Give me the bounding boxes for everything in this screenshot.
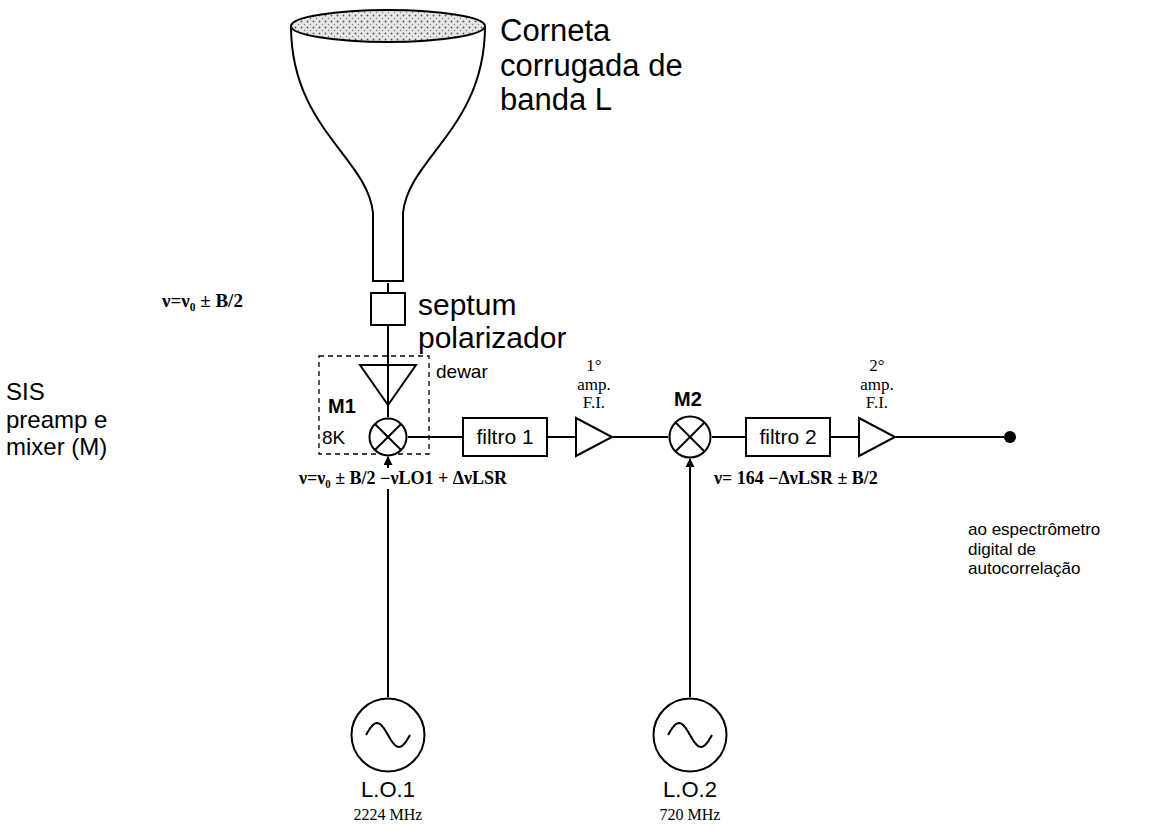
node-label: Corneta corrugada de banda L [500,14,715,118]
septum-polarizer-outline [371,293,405,325]
if-amplifier: 1° amp. F.I. [575,417,613,457]
node-label: M2 [674,388,702,411]
node-sublabel: 720 MHz [622,806,758,824]
signal-frequency: ν=ν₀ ± B/2 [160,290,245,312]
feed-horn-shape [288,8,488,283]
horn-body [291,26,485,281]
septum-polarizer-shape [370,292,406,326]
if-amplifier-shape [858,417,896,457]
output-note: ao espectrômetro digital de autocorrelaç… [966,520,1148,579]
septum-polarizer: septum polarizador [370,292,406,326]
horn-aperture [291,10,485,42]
mixer-cross [676,423,705,452]
signal-wire [613,436,668,438]
signal-wire [548,436,575,438]
node-label: dewar [436,361,488,383]
dewar-box: dewar8KM1 [318,355,430,455]
amplifier-triangle [859,418,895,456]
node-label: M1 [328,395,356,418]
node-label: filtro 1 [462,417,548,457]
mixer-circle [370,419,407,456]
node-label: L.O.2 [622,777,758,802]
signal-wire [689,459,691,697]
signal-wire [408,436,462,438]
stage-note: SIS preamp e mixer (M) [4,378,126,461]
if-amplifier: 2° amp. F.I. [858,417,896,457]
output-wire [896,436,1004,438]
signal-wire [712,436,745,438]
filter-box-outline [746,418,830,456]
feed-horn: Corneta corrugada de banda L [288,8,488,283]
local-oscillator-shape [652,697,728,773]
output-terminal [1004,431,1016,443]
mixer-circle [670,417,711,458]
oscillator-circle [352,699,425,772]
filter-box: filtro 1 [462,417,548,457]
node-label: L.O.1 [320,777,456,802]
local-oscillator: L.O.12224 MHz [350,697,426,773]
node-sublabel: 8K [322,427,345,449]
node-label: 1° amp. F.I. [573,357,615,413]
node-label: septum polarizador [418,288,598,354]
mixer-shape [368,417,408,457]
signal-wire [831,436,858,438]
oscillator-circle [654,699,727,772]
if-amplifier-shape [575,417,613,457]
mixer: M2 [668,415,712,459]
mixer-cross [375,424,401,450]
signal-frequency: ν=ν₀ ± B/2 −νLO1 + ΔνLSR [297,468,509,489]
sine-wave [366,723,410,747]
mixer-cross [375,424,401,450]
local-oscillator: L.O.2720 MHz [652,697,728,773]
filter-box-outline [463,418,547,456]
local-oscillator-shape [350,697,426,773]
mixer: M1 [368,417,408,457]
node-label: 2° amp. F.I. [856,357,898,413]
amplifier-triangle [576,418,612,456]
filter-box: filtro 2 [745,417,831,457]
sine-wave [668,723,712,747]
node-label: filtro 2 [745,417,831,457]
signal-wire [387,457,389,697]
signal-wire [387,283,389,292]
mixer-shape [668,415,712,459]
signal-wire [387,326,389,417]
node-sublabel: 2224 MHz [320,806,456,824]
signal-frequency: ν= 164 −ΔνLSR ± B/2 [712,468,880,489]
mixer-cross [676,423,705,452]
